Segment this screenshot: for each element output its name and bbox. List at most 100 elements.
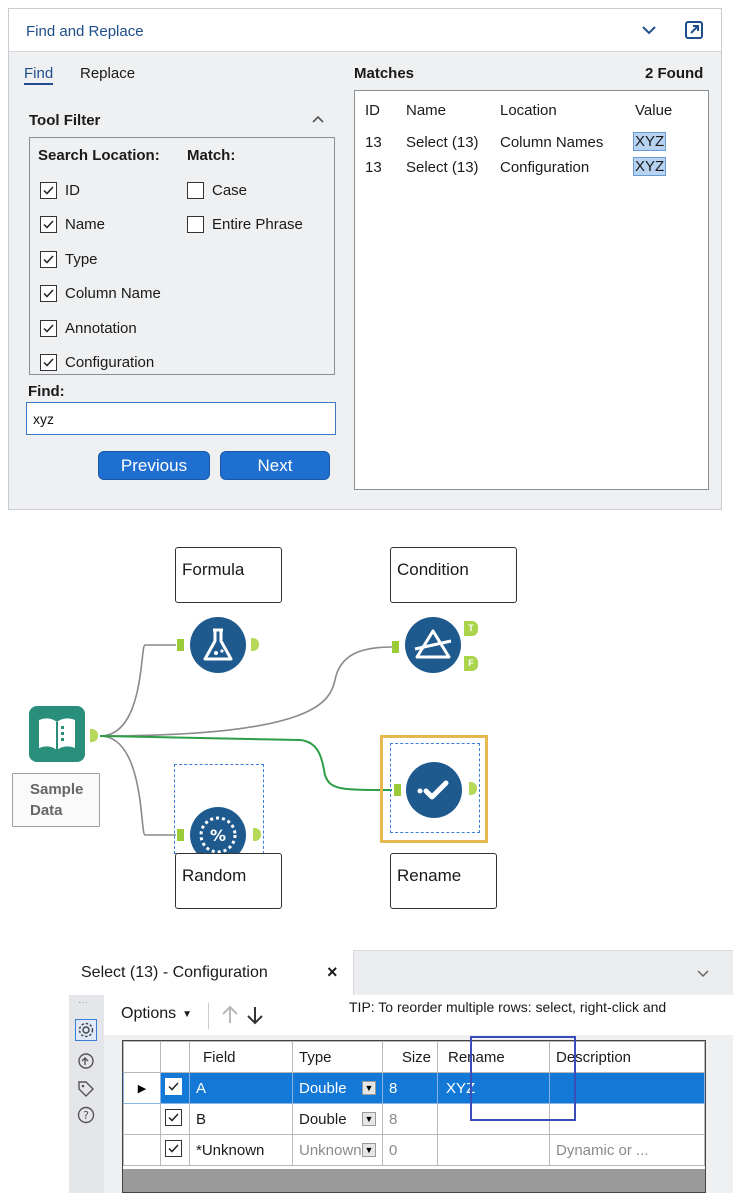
checkbox-checked-icon bbox=[40, 285, 57, 302]
rename-tool-selection bbox=[390, 743, 480, 833]
field-cell[interactable]: B bbox=[189, 1103, 293, 1135]
grid-empty-area bbox=[123, 1169, 705, 1192]
checkbox-name[interactable]: Name bbox=[40, 216, 105, 233]
checkbox-label: Case bbox=[212, 182, 248, 199]
row-selector bbox=[123, 1103, 161, 1135]
row-checkbox[interactable] bbox=[160, 1072, 190, 1104]
popout-icon[interactable] bbox=[683, 19, 705, 41]
panel-title: Find and Replace bbox=[26, 23, 144, 40]
checkbox-label: ID bbox=[65, 182, 80, 199]
match-location: Configuration bbox=[500, 159, 590, 176]
rename-output-anchor[interactable] bbox=[469, 782, 477, 795]
random-label: Random bbox=[175, 853, 282, 909]
checkbox-checked-icon bbox=[40, 182, 57, 199]
checkbox-entire-phrase[interactable]: Entire Phrase bbox=[187, 216, 303, 233]
checkbox-case[interactable]: Case bbox=[187, 182, 247, 199]
tool-filter-box: Search Location: Match: ID Name Type Col… bbox=[29, 137, 335, 375]
type-cell[interactable]: Unknown▼ bbox=[292, 1134, 383, 1166]
checkbox-checked-icon bbox=[40, 216, 57, 233]
move-up-icon[interactable] bbox=[220, 1003, 240, 1032]
rename-cell[interactable] bbox=[437, 1134, 550, 1166]
size-cell[interactable]: 8 bbox=[382, 1103, 438, 1135]
column-header-type[interactable]: Type bbox=[292, 1041, 383, 1073]
config-toolbar: Options ▼ TIP: To reorder multiple rows:… bbox=[104, 995, 733, 1035]
rename-input-anchor[interactable] bbox=[394, 784, 401, 796]
description-cell[interactable]: Dynamic or ... bbox=[549, 1134, 705, 1166]
sync-icon[interactable] bbox=[76, 1051, 96, 1076]
previous-button[interactable]: Previous bbox=[98, 451, 210, 480]
type-dropdown-icon[interactable]: ▼ bbox=[362, 1142, 376, 1157]
tab-find[interactable]: Find bbox=[24, 65, 54, 85]
column-header-name[interactable]: Name bbox=[406, 102, 447, 119]
help-icon[interactable]: ? bbox=[76, 1105, 96, 1130]
search-location-heading: Search Location: bbox=[38, 147, 160, 164]
random-input-anchor[interactable] bbox=[177, 829, 184, 841]
condition-input-anchor[interactable] bbox=[392, 641, 399, 653]
sample-data-output-anchor[interactable] bbox=[90, 729, 98, 742]
next-button[interactable]: Next bbox=[220, 451, 330, 480]
sample-data-tool[interactable] bbox=[29, 706, 85, 762]
find-input[interactable] bbox=[26, 402, 336, 435]
rename-tool[interactable] bbox=[406, 762, 462, 818]
checkbox-id[interactable]: ID bbox=[40, 182, 80, 199]
checkbox-configuration[interactable]: Configuration bbox=[40, 354, 154, 371]
grid-checkbox-header bbox=[160, 1041, 190, 1073]
field-cell[interactable]: *Unknown bbox=[189, 1134, 293, 1166]
condition-tool[interactable] bbox=[405, 617, 461, 673]
column-header-value[interactable]: Value bbox=[635, 102, 673, 119]
move-down-icon[interactable] bbox=[245, 1003, 265, 1032]
options-menu[interactable]: Options ▼ bbox=[121, 1005, 192, 1023]
condition-true-anchor[interactable]: T bbox=[464, 621, 478, 636]
table-row[interactable]: *Unknown Unknown▼ 0 Dynamic or ... bbox=[123, 1134, 705, 1166]
type-dropdown-icon[interactable]: ▼ bbox=[362, 1080, 376, 1095]
checkbox-column-name[interactable]: Column Name bbox=[40, 285, 161, 302]
formula-output-anchor[interactable] bbox=[251, 638, 259, 651]
rename-tool-selected-frame bbox=[380, 735, 488, 843]
table-row[interactable]: ▶ A Double ▼ 8 XYZ bbox=[123, 1072, 705, 1104]
type-dropdown-icon[interactable]: ▼ bbox=[362, 1111, 376, 1126]
fields-grid: Field Type Size Rename Description ▶ A D… bbox=[122, 1040, 706, 1193]
chevron-down-icon[interactable] bbox=[638, 19, 660, 41]
checkbox-checked-icon bbox=[40, 354, 57, 371]
match-row[interactable]: 13 Select (13) Configuration XYZ bbox=[355, 156, 708, 180]
match-row[interactable]: 13 Select (13) Column Names XYZ bbox=[355, 131, 708, 155]
row-selector-icon: ▶ bbox=[123, 1072, 161, 1104]
gear-icon[interactable] bbox=[75, 1019, 97, 1041]
checkbox-annotation[interactable]: Annotation bbox=[40, 320, 137, 337]
column-header-id[interactable]: ID bbox=[365, 102, 380, 119]
row-checkbox[interactable] bbox=[160, 1103, 190, 1135]
collapse-icon[interactable] bbox=[309, 111, 327, 129]
type-cell[interactable]: Double ▼ bbox=[292, 1072, 383, 1104]
tag-icon[interactable] bbox=[76, 1079, 96, 1104]
size-cell[interactable]: 0 bbox=[382, 1134, 438, 1166]
formula-input-anchor[interactable] bbox=[177, 639, 184, 651]
random-sample-icon: % bbox=[199, 816, 237, 854]
column-header-size[interactable]: Size bbox=[382, 1041, 438, 1073]
close-icon[interactable]: × bbox=[327, 962, 338, 982]
size-cell[interactable]: 8 bbox=[382, 1072, 438, 1104]
chevron-down-icon[interactable] bbox=[694, 964, 712, 982]
checkbox-type[interactable]: Type bbox=[40, 251, 98, 268]
random-output-anchor[interactable] bbox=[253, 828, 261, 841]
column-header-field[interactable]: Field bbox=[189, 1041, 293, 1073]
flask-icon bbox=[203, 628, 233, 661]
connection-to-rename bbox=[99, 735, 393, 791]
match-value: XYZ bbox=[633, 132, 667, 151]
tab-replace[interactable]: Replace bbox=[80, 65, 136, 82]
rename-highlight-box bbox=[470, 1036, 576, 1121]
formula-tool[interactable] bbox=[190, 617, 246, 673]
field-cell[interactable]: A bbox=[189, 1072, 293, 1104]
book-icon bbox=[39, 718, 75, 750]
checkbox-unchecked-icon bbox=[187, 182, 204, 199]
connection-to-condition bbox=[99, 646, 393, 737]
rename-cell[interactable]: XYZ bbox=[437, 1072, 550, 1104]
type-value: Double bbox=[299, 1079, 347, 1097]
config-tab[interactable]: Select (13) - Configuration × bbox=[69, 950, 354, 995]
row-checkbox[interactable] bbox=[160, 1134, 190, 1166]
drag-handle-icon: ··· bbox=[78, 997, 88, 1008]
type-cell[interactable]: Double▼ bbox=[292, 1103, 383, 1135]
toolbar-divider bbox=[208, 1003, 209, 1029]
column-header-location[interactable]: Location bbox=[500, 102, 557, 119]
condition-false-anchor[interactable]: F bbox=[464, 656, 478, 671]
table-row[interactable]: B Double▼ 8 bbox=[123, 1103, 705, 1135]
